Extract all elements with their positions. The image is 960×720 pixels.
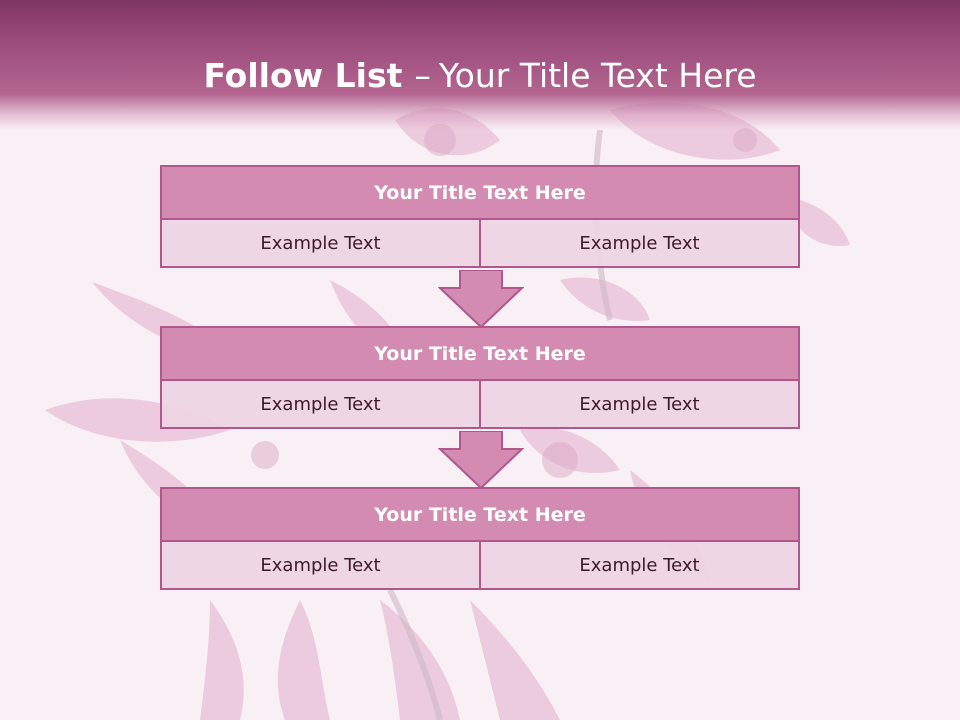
step-3-block: Your Title Text Here Example Text Exampl… xyxy=(160,487,800,590)
slide-title-bold: Follow List xyxy=(203,56,403,95)
step-3-left-cell: Example Text xyxy=(160,540,481,590)
step-2-title: Your Title Text Here xyxy=(160,326,800,381)
step-1-right-cell: Example Text xyxy=(479,218,800,268)
step-3-row: Example Text Example Text xyxy=(160,540,800,590)
step-3-title: Your Title Text Here xyxy=(160,487,800,542)
step-1-block: Your Title Text Here Example Text Exampl… xyxy=(160,165,800,268)
down-arrow-2 xyxy=(438,431,524,489)
step-1-title: Your Title Text Here xyxy=(160,165,800,220)
slide-title-separator: – xyxy=(414,56,431,95)
step-2-left-cell: Example Text xyxy=(160,379,481,429)
step-1-row: Example Text Example Text xyxy=(160,218,800,268)
step-2-right-cell: Example Text xyxy=(479,379,800,429)
step-1-left-cell: Example Text xyxy=(160,218,481,268)
title-header-band xyxy=(0,0,960,130)
slide-title: Follow List–Your Title Text Here xyxy=(0,54,960,98)
step-2-block: Your Title Text Here Example Text Exampl… xyxy=(160,326,800,429)
step-3-right-cell: Example Text xyxy=(479,540,800,590)
slide-title-rest: Your Title Text Here xyxy=(438,56,757,95)
down-arrow-1 xyxy=(438,270,524,328)
step-2-row: Example Text Example Text xyxy=(160,379,800,429)
